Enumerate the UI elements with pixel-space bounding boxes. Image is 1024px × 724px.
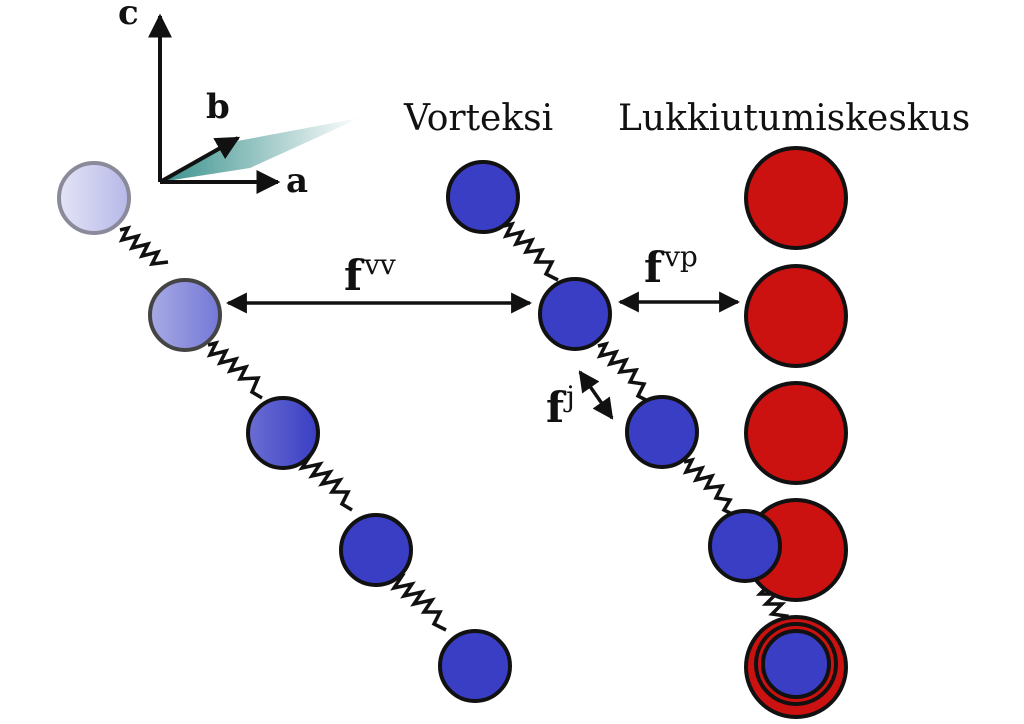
c-axis-label: c bbox=[118, 0, 139, 33]
vortex bbox=[446, 160, 520, 234]
a-axis-label: a bbox=[286, 161, 308, 201]
spring bbox=[682, 457, 737, 518]
vortex bbox=[438, 629, 512, 703]
vortex-vortex-force-label: fvv bbox=[344, 248, 396, 300]
vortex-chain-left bbox=[57, 161, 512, 703]
b-plane-shading bbox=[160, 118, 360, 182]
pinning-center-label: Lukkiutumiskeskus bbox=[618, 98, 970, 139]
vortex bbox=[538, 277, 612, 351]
vortex-chain-right bbox=[446, 160, 838, 706]
springs-right-chain bbox=[502, 221, 790, 626]
spring bbox=[206, 340, 263, 400]
vortex-pinning-force-label: fvp bbox=[644, 240, 698, 292]
vortex bbox=[625, 395, 699, 469]
spring bbox=[596, 341, 651, 404]
force-arrows bbox=[225, 291, 741, 420]
pinning-center bbox=[744, 146, 848, 250]
b-axis bbox=[159, 136, 241, 184]
vortex bbox=[708, 509, 782, 583]
coordinate-axes: c b a bbox=[118, 0, 360, 201]
springs-left-chain bbox=[118, 225, 447, 632]
plane-lines bbox=[0, 195, 1024, 670]
spring bbox=[390, 573, 447, 632]
pinning-center bbox=[744, 381, 848, 485]
spring bbox=[298, 453, 353, 512]
junction-force-label: fj bbox=[546, 380, 575, 432]
junction-force-arrow bbox=[578, 370, 614, 420]
vortex bbox=[339, 513, 413, 587]
pinned-vortex bbox=[761, 629, 831, 699]
spring bbox=[118, 225, 169, 267]
vortex-label: Vorteksi bbox=[403, 98, 553, 139]
pinning-center bbox=[744, 264, 848, 368]
vortex bbox=[57, 161, 131, 235]
vortex bbox=[246, 396, 320, 470]
b-axis-label: b bbox=[206, 87, 230, 127]
spring bbox=[502, 221, 559, 282]
vortex bbox=[148, 278, 222, 352]
